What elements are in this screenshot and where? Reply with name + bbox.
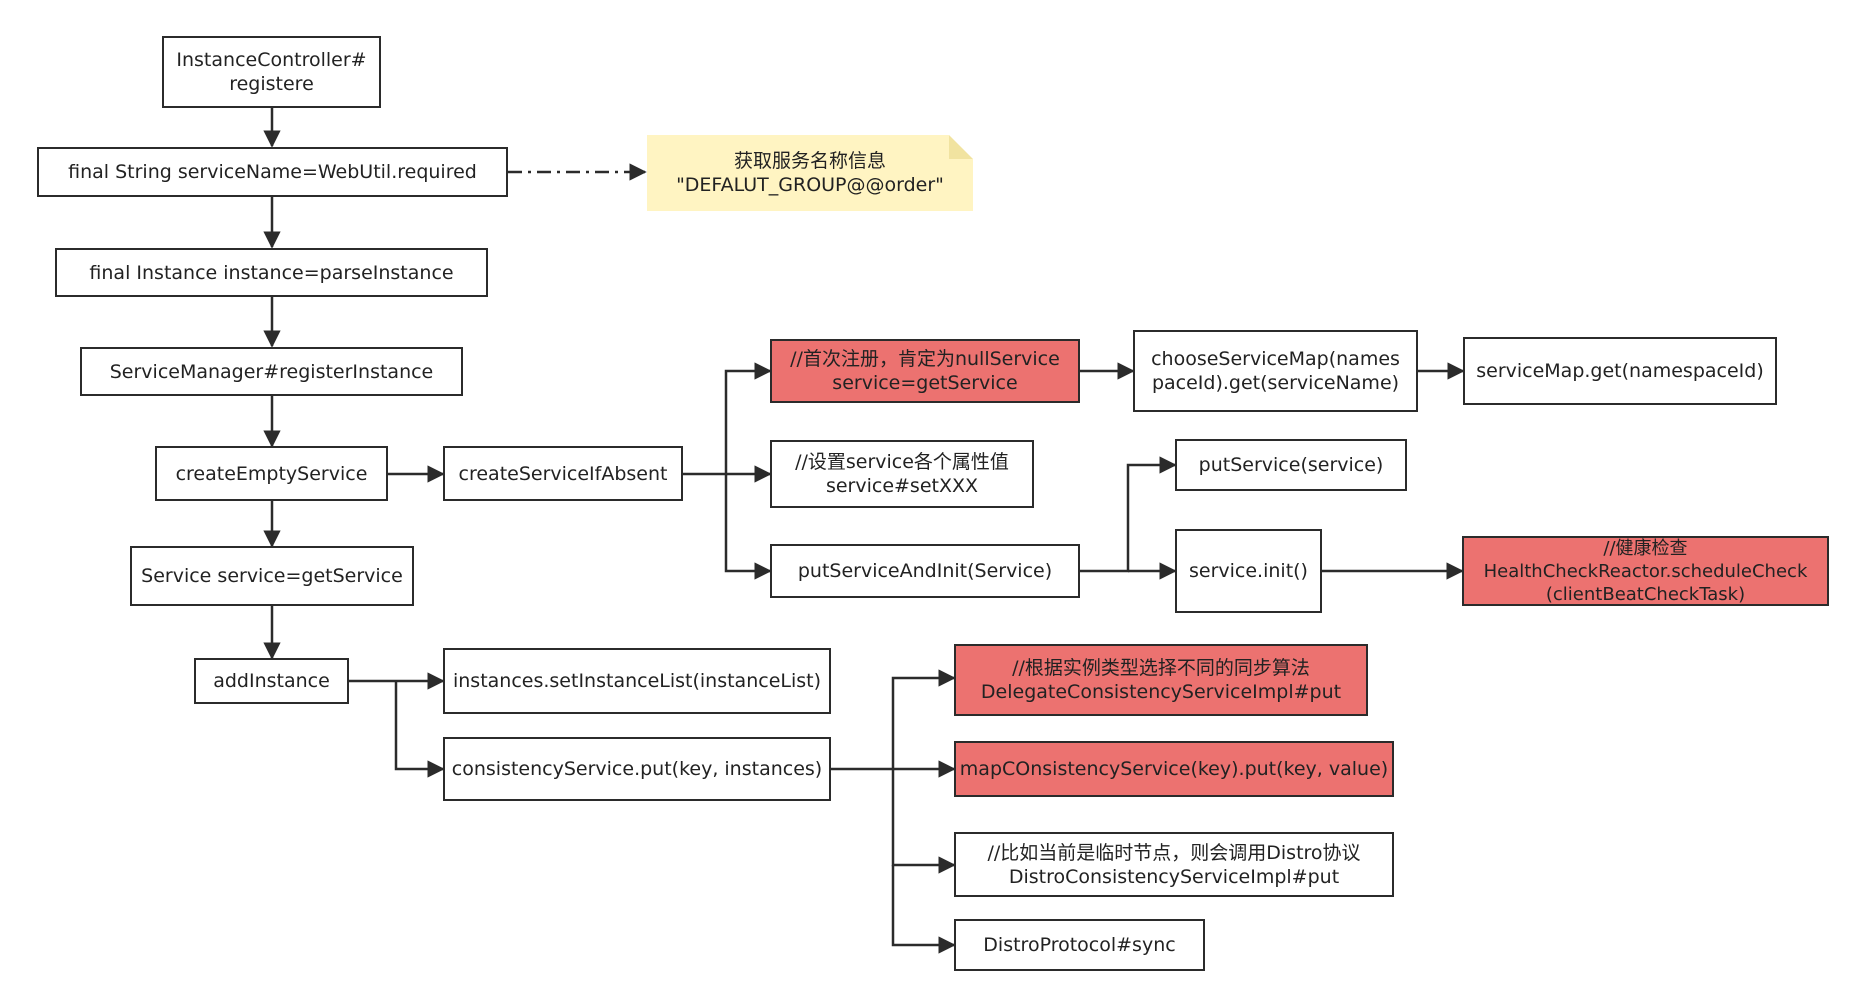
- note-service-name: 获取服务名称信息 "DEFALUT_GROUP@@order": [647, 135, 973, 211]
- edge-put-and-init-to-put-service: [1080, 456, 1177, 573]
- node-text: registere: [229, 73, 314, 95]
- node-text: instances.setInstanceList(instanceList): [452, 670, 822, 692]
- node-consistency-put: consistencyService.put(key, instances): [443, 737, 831, 801]
- node-parse-instance: final Instance instance=parseInstance: [55, 248, 488, 297]
- node-text: InstanceController#: [176, 49, 367, 71]
- node-text: service=getService: [832, 372, 1018, 394]
- node-text: paceId).get(serviceName): [1151, 372, 1400, 394]
- node-create-empty-service: createEmptyService: [155, 446, 388, 501]
- node-distro-put: //比如当前是临时节点，则会调用Distro协议 DistroConsisten…: [954, 832, 1394, 897]
- node-text: mapCOnsistencyService(key).put(key, valu…: [959, 758, 1389, 780]
- node-text: createEmptyService: [175, 462, 368, 485]
- node-add-instance: addInstance: [194, 658, 349, 704]
- node-text: consistencyService.put(key, instances): [451, 758, 823, 780]
- node-text: chooseServiceMap(names: [1151, 348, 1400, 370]
- note-text: 获取服务名称信息: [733, 150, 886, 172]
- node-put-service: putService(service): [1175, 439, 1407, 491]
- node-map-consistency-put: mapCOnsistencyService(key).put(key, valu…: [954, 741, 1394, 797]
- node-text: service.init(): [1189, 560, 1308, 582]
- node-text: DistroConsistencyServiceImpl#put: [1008, 865, 1340, 888]
- node-service-name: final String serviceName=WebUtil.require…: [37, 147, 508, 197]
- node-register-instance: ServiceManager#registerInstance: [80, 347, 463, 396]
- node-text: addInstance: [213, 670, 330, 692]
- node-text: DistroProtocol#sync: [983, 934, 1176, 956]
- node-service-map-get: serviceMap.get(namespaceId): [1463, 337, 1777, 405]
- node-text: (clientBeatCheckTask): [1545, 583, 1746, 605]
- edge-consistency-to-distro-sync: [891, 865, 956, 954]
- note-fold-corner: [949, 135, 973, 159]
- node-text: createServiceIfAbsent: [458, 462, 668, 485]
- node-health-check: //健康检查 HealthCheckReactor.scheduleCheck …: [1462, 536, 1829, 606]
- node-text: ServiceManager#registerInstance: [109, 360, 434, 383]
- node-text: DelegateConsistencyServiceImpl#put: [980, 681, 1342, 703]
- edge-add-instance-to-consistency-put: [394, 681, 445, 778]
- node-choose-service-map: chooseServiceMap(names paceId).get(servi…: [1133, 330, 1418, 412]
- node-text: HealthCheckReactor.scheduleCheck: [1483, 560, 1808, 582]
- node-instance-controller: InstanceController# registere: [162, 36, 381, 108]
- node-text: //设置service各个属性值: [795, 451, 1009, 473]
- node-text: putService(service): [1198, 454, 1384, 476]
- node-text: service#setXXX: [825, 475, 979, 497]
- node-text: //比如当前是临时节点，则会调用Distro协议: [987, 841, 1361, 864]
- node-distro-sync: DistroProtocol#sync: [954, 919, 1205, 971]
- edge-if-absent-trunk: [683, 362, 772, 476]
- node-create-if-absent: createServiceIfAbsent: [443, 446, 683, 501]
- node-first-register: //首次注册，肯定为nullService service=getService: [770, 339, 1080, 403]
- edge-consistency-to-distro-put: [891, 769, 956, 874]
- node-text: //健康检查: [1603, 537, 1688, 559]
- node-set-props: //设置service各个属性值 service#setXXX: [770, 440, 1034, 508]
- node-put-service-and-init: putServiceAndInit(Service): [770, 544, 1080, 598]
- node-set-instance-list: instances.setInstanceList(instanceList): [443, 648, 831, 714]
- node-text: //根据实例类型选择不同的同步算法: [1012, 657, 1310, 679]
- node-text: putServiceAndInit(Service): [797, 560, 1053, 582]
- node-service-init: service.init(): [1175, 529, 1322, 613]
- note-text: "DEFALUT_GROUP@@order": [676, 174, 944, 196]
- node-text: final Instance instance=parseInstance: [89, 261, 454, 284]
- node-text: //首次注册，肯定为nullService: [790, 348, 1060, 370]
- node-text: serviceMap.get(namespaceId): [1476, 360, 1764, 382]
- node-text: final String serviceName=WebUtil.require…: [68, 161, 477, 183]
- node-get-service: Service service=getService: [130, 546, 414, 606]
- node-delegate-put: //根据实例类型选择不同的同步算法 DelegateConsistencySer…: [954, 644, 1368, 716]
- edge-if-absent-to-put-and-init: [724, 474, 772, 580]
- node-text: Service service=getService: [141, 565, 403, 587]
- edge-consistency-to-delegate: [831, 669, 956, 771]
